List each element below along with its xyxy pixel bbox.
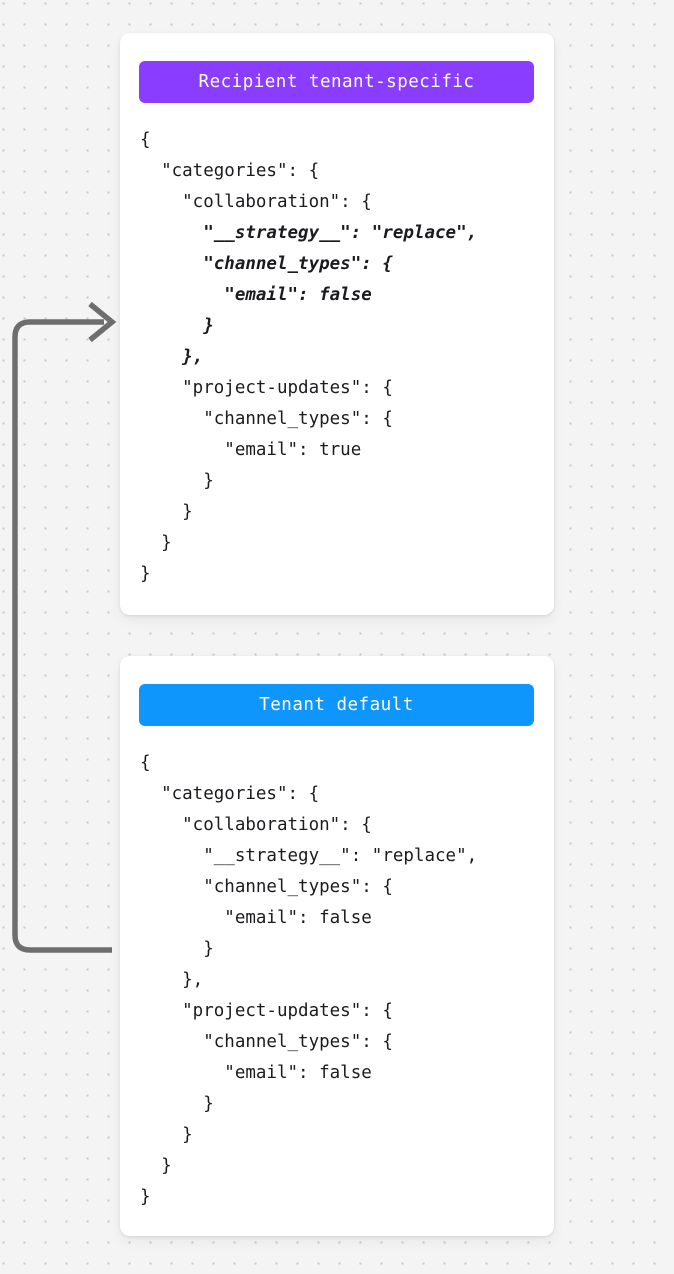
code-line: "email": false: [140, 285, 372, 305]
code-line: "email": false: [140, 1063, 372, 1083]
code-line: "channel_types": {: [140, 877, 393, 897]
code-line: "channel_types": {: [140, 1032, 393, 1052]
code-line: "collaboration": {: [140, 815, 372, 835]
code-line: "collaboration": {: [140, 192, 372, 212]
code-line: "email": false: [140, 908, 372, 928]
json-code-tenant-default: { "categories": { "collaboration": { "__…: [140, 748, 540, 1213]
code-line: }: [140, 471, 214, 491]
code-line: "channel_types": {: [140, 409, 393, 429]
code-line: }: [140, 564, 151, 584]
merge-arrow-icon: [12, 301, 117, 953]
badge-recipient-tenant-specific: Recipient tenant-specific: [139, 61, 534, 103]
code-line: },: [140, 970, 204, 990]
code-line: }: [140, 939, 214, 959]
card-tenant-default: Tenant default { "categories": { "collab…: [120, 656, 554, 1236]
code-line: "email": true: [140, 440, 362, 460]
code-line: }: [140, 1156, 172, 1176]
code-line: }: [140, 1187, 151, 1207]
code-line: "categories": {: [140, 161, 320, 181]
code-line: {: [140, 130, 151, 150]
code-line: "project-updates": {: [140, 1001, 393, 1021]
code-line: "channel_types": {: [140, 254, 393, 274]
card-recipient-tenant-specific: Recipient tenant-specific { "categories"…: [120, 33, 554, 615]
badge-tenant-default: Tenant default: [139, 684, 534, 726]
code-line: {: [140, 753, 151, 773]
json-code-recipient: { "categories": { "collaboration": { "__…: [140, 125, 540, 590]
code-line: "project-updates": {: [140, 378, 393, 398]
code-line: }: [140, 1094, 214, 1114]
code-line: }: [140, 316, 214, 336]
code-line: },: [140, 347, 204, 367]
code-line: "categories": {: [140, 784, 320, 804]
code-line: }: [140, 1125, 193, 1145]
code-line: "__strategy__": "replace",: [140, 223, 478, 243]
code-line: }: [140, 502, 193, 522]
code-line: }: [140, 533, 172, 553]
code-line: "__strategy__": "replace",: [140, 846, 478, 866]
